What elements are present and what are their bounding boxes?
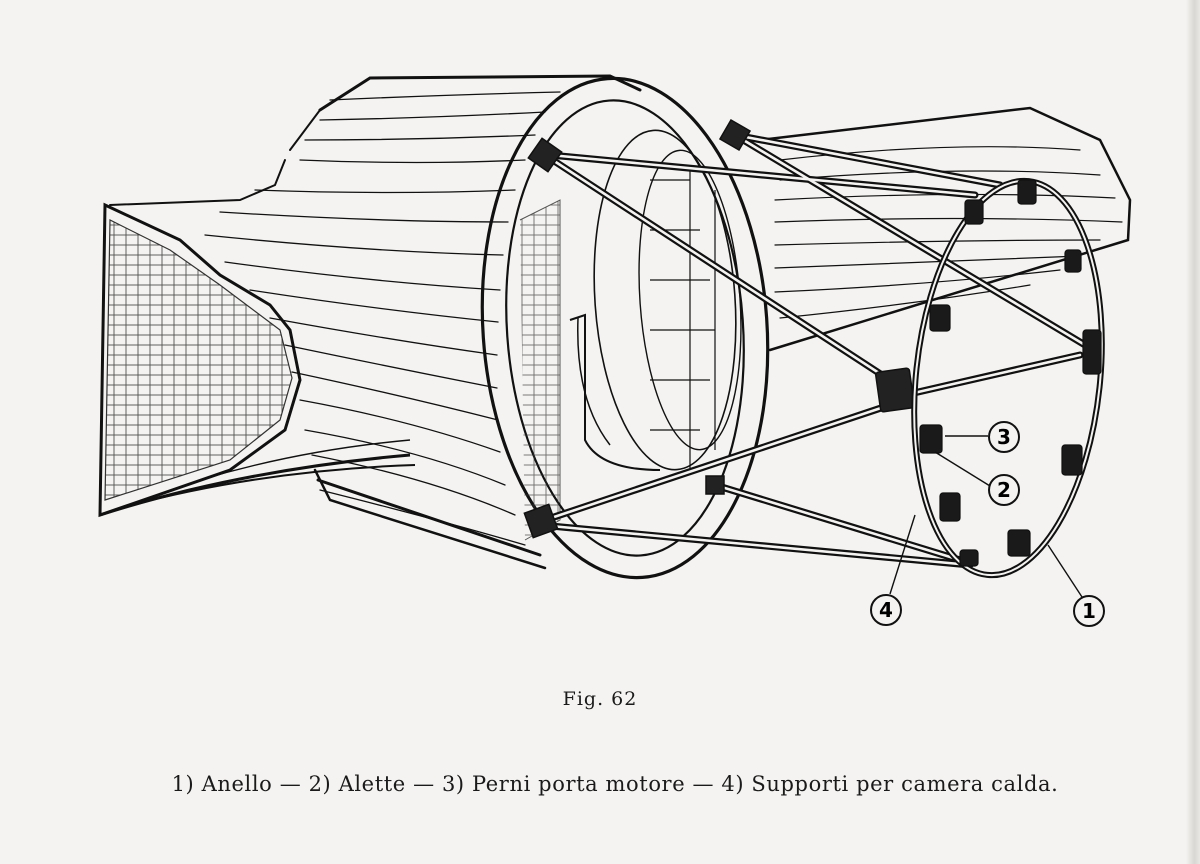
callout-1: 1: [1073, 595, 1105, 627]
front-ring: [480, 76, 770, 580]
callout-3: 3: [988, 421, 1020, 453]
figure-number: Fig. 62: [562, 688, 638, 710]
air-intake-duct: [98, 202, 416, 518]
svg-text:1: 1: [1082, 599, 1096, 623]
callout-4: 4: [870, 594, 902, 626]
svg-text:2: 2: [997, 478, 1011, 502]
rear-ring-anello: [911, 177, 1105, 579]
tubular-truss-frame: [523, 118, 1089, 569]
fuselage-body: [109, 74, 1132, 570]
page-edge-shadow: [1186, 0, 1200, 864]
callout-2: 2: [988, 474, 1020, 506]
engine-frame-illustration: 3 2 1 4: [98, 74, 1132, 627]
ring-tabs-alette: [919, 179, 1102, 567]
figure-caption: 1) Anello — 2) Alette — 3) Perni porta m…: [171, 772, 1059, 796]
svg-text:3: 3: [997, 425, 1011, 449]
leader-lines: [889, 435, 1083, 598]
svg-text:4: 4: [879, 598, 893, 622]
